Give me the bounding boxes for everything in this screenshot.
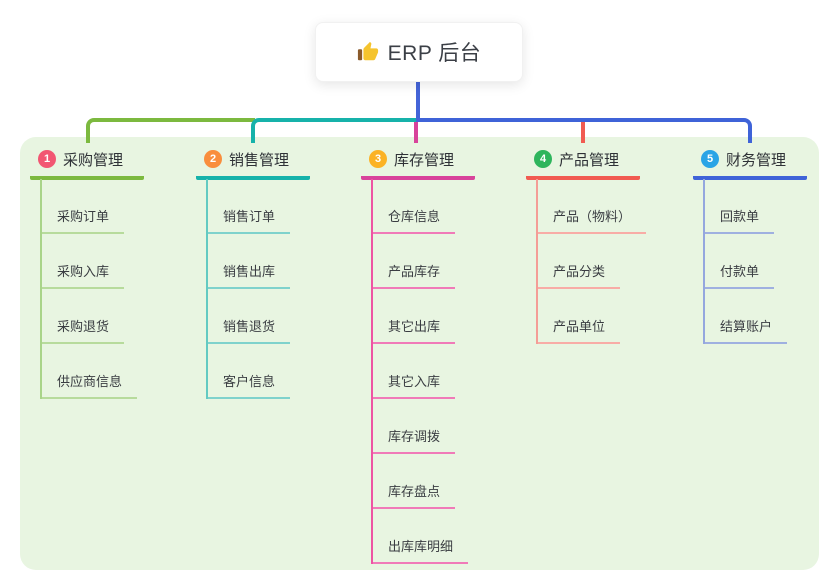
child-node[interactable]: 其它出库: [371, 316, 456, 344]
branch-4: 4 产品管理产品（物料） 产品分类产品单位: [526, 146, 647, 344]
child-node[interactable]: 库存调拨: [371, 426, 456, 454]
child-node[interactable]: 产品（物料）: [536, 206, 647, 234]
child-row: 供应商信息: [40, 344, 144, 399]
child-node[interactable]: 出库库明细: [371, 536, 469, 564]
child-row: 销售订单: [206, 179, 310, 234]
child-node[interactable]: 销售出库: [206, 261, 291, 289]
branch-title-3[interactable]: 3 库存管理: [361, 146, 475, 180]
child-node[interactable]: 销售退货: [206, 316, 291, 344]
child-node[interactable]: 产品单位: [536, 316, 621, 344]
child-node[interactable]: 仓库信息: [371, 206, 456, 234]
branch-connector: [581, 122, 585, 143]
branch-1: 1 采购管理采购订单采购入库采购退货供应商信息: [30, 146, 144, 399]
branch-title-1[interactable]: 1 采购管理: [30, 146, 144, 180]
child-row: 销售退货: [206, 289, 310, 344]
child-node[interactable]: 其它入库: [371, 371, 456, 399]
child-row: 产品单位: [536, 289, 640, 344]
child-row: 出库库明细: [371, 509, 475, 564]
branch-number-badge: 5: [701, 150, 719, 168]
branch-children: 仓库信息产品库存其它出库其它入库库存调拨库存盘点出库库明细: [371, 179, 475, 564]
branch-trunk-line: [371, 179, 373, 564]
child-row: 库存调拨: [371, 399, 475, 454]
branch-label: 库存管理: [394, 151, 455, 169]
branch-children: 销售订单销售出库销售退货客户信息: [206, 179, 310, 399]
child-row: 客户信息: [206, 344, 310, 399]
root-node-label: ERP 后台: [387, 42, 482, 65]
branch-title-2[interactable]: 2 销售管理: [196, 146, 310, 180]
branch-label: 销售管理: [229, 151, 290, 169]
child-node[interactable]: 客户信息: [206, 371, 291, 399]
branch-children: 产品（物料） 产品分类产品单位: [536, 179, 647, 344]
branch-trunk-line: [703, 179, 705, 344]
child-node[interactable]: 库存盘点: [371, 481, 456, 509]
child-node[interactable]: 结算账户: [703, 316, 788, 344]
child-node[interactable]: 采购入库: [40, 261, 125, 289]
child-node[interactable]: 回款单: [703, 206, 775, 234]
child-row: 产品（物料）: [536, 179, 647, 234]
child-row: 库存盘点: [371, 454, 475, 509]
branch-title-5[interactable]: 5 财务管理: [693, 146, 807, 180]
child-row: 产品库存: [371, 234, 475, 289]
child-row: 回款单: [703, 179, 807, 234]
child-node[interactable]: 采购退货: [40, 316, 125, 344]
branch-trunk-line: [536, 179, 538, 344]
branch-label: 财务管理: [726, 151, 787, 169]
branch-title-4[interactable]: 4 产品管理: [526, 146, 640, 180]
branch-trunk-line: [40, 179, 42, 399]
child-node[interactable]: 销售订单: [206, 206, 291, 234]
root-node-erp[interactable]: ERP 后台: [315, 22, 523, 82]
branch-2: 2 销售管理销售订单销售出库销售退货客户信息: [196, 146, 310, 399]
child-row: 销售出库: [206, 234, 310, 289]
child-row: 采购退货: [40, 289, 144, 344]
branch-3: 3 库存管理仓库信息产品库存其它出库其它入库库存调拨库存盘点出库库明细: [361, 146, 475, 564]
branch-5: 5 财务管理回款单付款单结算账户: [693, 146, 807, 344]
branch-number-badge: 3: [369, 150, 387, 168]
branch-label: 产品管理: [559, 151, 620, 169]
branch-connector: [418, 118, 752, 143]
mindmap-panel: [20, 137, 819, 570]
child-row: 仓库信息: [371, 179, 475, 234]
branch-number-badge: 4: [534, 150, 552, 168]
branch-children: 采购订单采购入库采购退货供应商信息: [40, 179, 144, 399]
child-node[interactable]: 付款单: [703, 261, 775, 289]
branch-number-badge: 2: [204, 150, 222, 168]
child-node[interactable]: 产品分类: [536, 261, 621, 289]
child-row: 付款单: [703, 234, 807, 289]
branch-connector: [251, 118, 420, 143]
child-row: 其它入库: [371, 344, 475, 399]
branch-number-badge: 1: [38, 150, 56, 168]
child-node[interactable]: 产品库存: [371, 261, 456, 289]
branch-connector: [86, 118, 255, 143]
child-node[interactable]: 采购订单: [40, 206, 125, 234]
branch-children: 回款单付款单结算账户: [703, 179, 807, 344]
child-row: 产品分类: [536, 234, 640, 289]
root-connector: [416, 82, 420, 122]
child-row: 采购订单: [40, 179, 144, 234]
branch-connector: [414, 122, 418, 143]
branch-trunk-line: [206, 179, 208, 399]
child-row: 其它出库: [371, 289, 475, 344]
thumbs-up-icon: [357, 41, 379, 63]
child-row: 结算账户: [703, 289, 807, 344]
branch-label: 采购管理: [63, 151, 124, 169]
child-row: 采购入库: [40, 234, 144, 289]
child-node[interactable]: 供应商信息: [40, 371, 138, 399]
